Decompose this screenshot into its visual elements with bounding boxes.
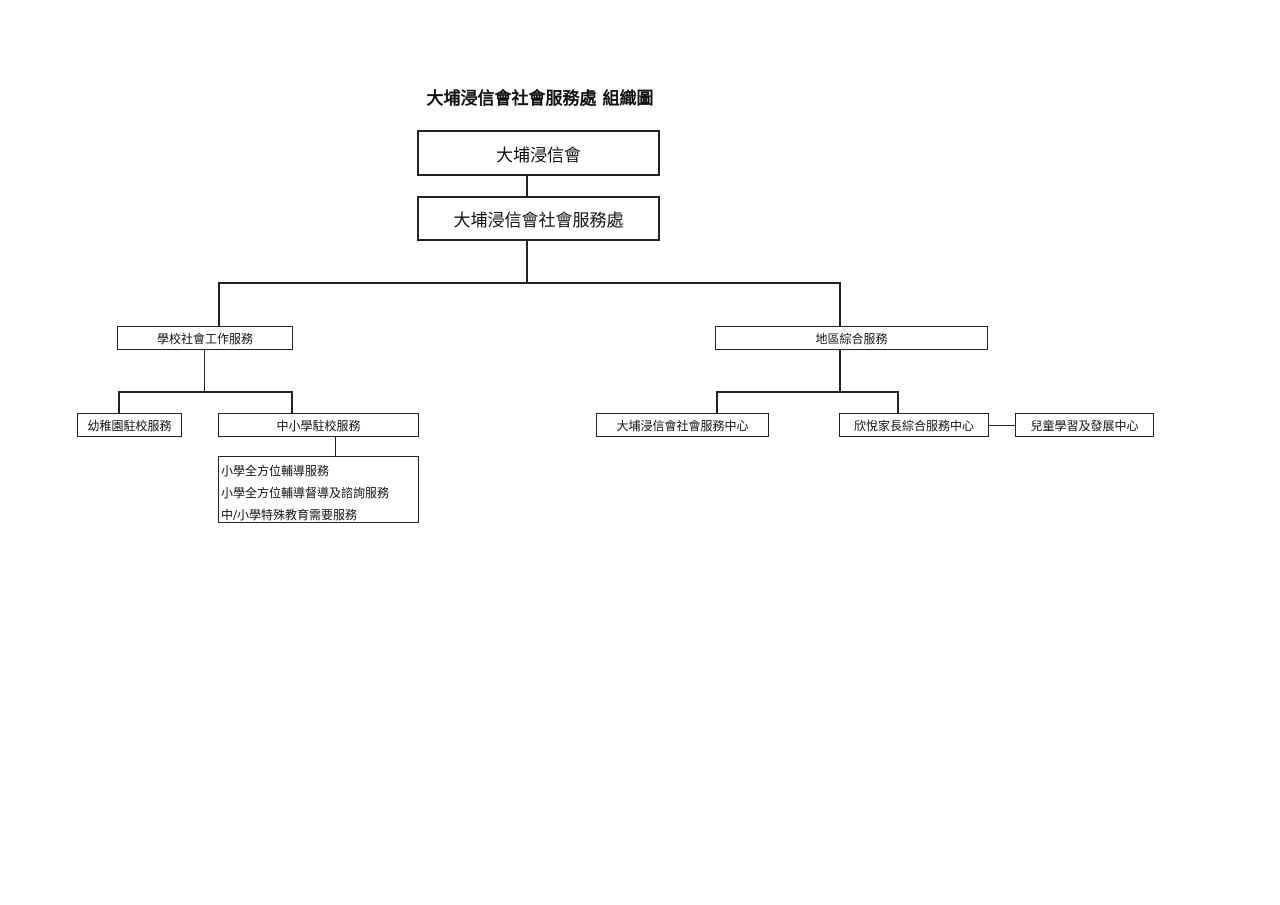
connector-to-parent-centre [897, 391, 899, 413]
connector-primary-secondary-list [335, 436, 336, 457]
service-item: 中/小學特殊教育需要服務 [221, 508, 358, 522]
connector-social-down [526, 240, 528, 283]
node-school-social-work: 學校社會工作服務 [117, 326, 293, 350]
node-social-service: 大埔浸信會社會服務處 [417, 196, 660, 241]
node-parent-centre: 欣悅家長綜合服務中心 [839, 413, 989, 437]
connector-to-district [839, 282, 841, 327]
connector-level2-horizontal [218, 282, 841, 284]
node-church: 大埔浸信會 [417, 130, 660, 176]
service-item: 小學全方位輔導督導及諮詢服務 [221, 486, 390, 500]
connector-parent-child [988, 425, 1016, 426]
connector-school-down [204, 349, 205, 392]
connector-to-primary-secondary [291, 391, 293, 413]
node-primary-secondary: 中小學駐校服務 [218, 413, 419, 437]
node-district-service: 地區綜合服務 [715, 326, 988, 350]
service-item: 小學全方位輔導服務 [221, 464, 330, 478]
connector-school-horizontal [118, 391, 293, 393]
node-kindergarten: 幼稚園駐校服務 [77, 413, 182, 437]
node-child-centre: 兒童學習及發展中心 [1015, 413, 1154, 437]
connector-to-kindergarten [118, 391, 120, 413]
node-tpbc-centre: 大埔浸信會社會服務中心 [596, 413, 769, 437]
connector-district-horizontal [716, 391, 899, 393]
chart-title: 大埔浸信會社會服務處 組織圖 [426, 89, 654, 109]
connector-to-school [218, 282, 220, 327]
connector-to-tpbc-centre [716, 391, 718, 413]
primary-secondary-service-list: 小學全方位輔導服務 小學全方位輔導督導及諮詢服務 中/小學特殊教育需要服務 [218, 456, 419, 523]
connector-district-down [839, 349, 841, 392]
connector-church-social [526, 175, 528, 197]
